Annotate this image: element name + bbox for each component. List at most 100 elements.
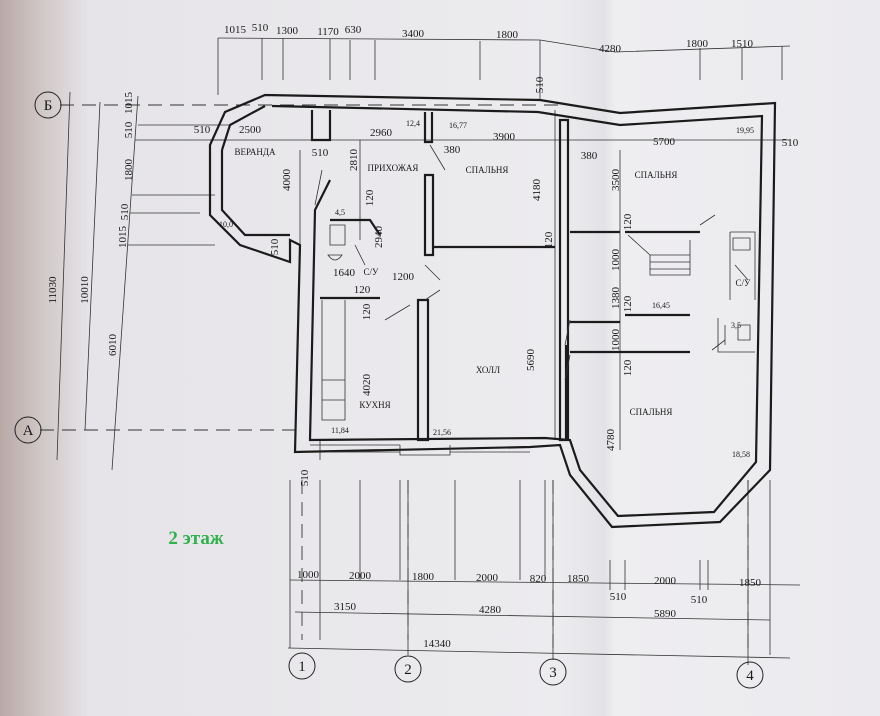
dimension-inner: 120 bbox=[361, 303, 373, 320]
dimension-inner: 120 bbox=[543, 231, 555, 248]
dimension-left: 1015 bbox=[117, 226, 129, 249]
dimension-bottom: 2000 bbox=[654, 575, 677, 587]
room-area-label: 16,45 bbox=[652, 301, 670, 310]
room-area-label: 18,58 bbox=[732, 450, 750, 459]
axis-marker-4-circle bbox=[736, 661, 764, 689]
axis-marker-4: 4 bbox=[746, 668, 754, 684]
dimension-left: 510 bbox=[123, 121, 135, 138]
dimension-bottom: 2000 bbox=[349, 570, 372, 582]
dimension-bottom-axis: 3150 bbox=[334, 601, 357, 613]
room-area-label: 4,5 bbox=[335, 208, 345, 217]
dimension-top: 1015 bbox=[224, 24, 247, 36]
dimension-lines bbox=[40, 37, 801, 665]
dimension-bottom: 1850 bbox=[739, 577, 762, 589]
room-name-label: СПАЛЬНЯ bbox=[466, 165, 509, 175]
dimension-inner: 510 bbox=[269, 238, 281, 255]
axis-marker-1: 1 bbox=[298, 659, 306, 675]
dimension-bottom: 510 bbox=[610, 591, 627, 603]
dimension-inner: 1380 bbox=[610, 287, 622, 310]
axis-marker-b: Б bbox=[44, 98, 53, 114]
dimension-inner: 120 bbox=[354, 284, 371, 296]
room-area-label: 3,5 bbox=[731, 321, 741, 330]
dimension-left: 10010 bbox=[79, 276, 91, 304]
axis-marker-2: 2 bbox=[404, 662, 412, 678]
dimension-top: 1510 bbox=[731, 38, 754, 50]
dimension-bottom-total: 14340 bbox=[423, 638, 451, 650]
dimension-bottom: 510 bbox=[691, 594, 708, 606]
dimension-bottom-axis: 5890 bbox=[654, 608, 677, 620]
room-area-label: 12,4 bbox=[406, 119, 420, 128]
room-name-label: СПАЛЬНЯ bbox=[635, 170, 678, 180]
dimension-left: 11030 bbox=[47, 276, 59, 304]
dimension-inner: 1200 bbox=[392, 271, 415, 283]
dimension-top: 4280 bbox=[599, 43, 622, 55]
dimension-bottom: 820 bbox=[530, 573, 547, 585]
dimension-inner: 2810 bbox=[348, 149, 360, 172]
room-area-label: 10,0 bbox=[219, 220, 233, 229]
dimension-top: 1800 bbox=[686, 38, 709, 50]
room-name-label: КУХНЯ bbox=[359, 400, 390, 410]
dimension-inner: 2960 bbox=[370, 127, 393, 139]
dimension-bottom: 1000 bbox=[297, 569, 320, 581]
dimension-inner: 4780 bbox=[605, 429, 617, 452]
dimension-inner: 120 bbox=[622, 213, 634, 230]
dimension-inner: 1000 bbox=[610, 249, 622, 272]
dimension-top: 1300 bbox=[276, 25, 299, 37]
dimension-bottom: 1800 bbox=[412, 571, 435, 583]
dimension-left: 1800 bbox=[123, 159, 135, 182]
axis-markers: Б А 1 2 3 4 bbox=[14, 91, 764, 689]
axis-marker-b-circle bbox=[34, 91, 62, 119]
dimension-bottom: 1850 bbox=[567, 573, 590, 585]
axis-marker-a-circle bbox=[14, 416, 42, 444]
room-area-label: 11,84 bbox=[331, 426, 349, 435]
dimension-inner: 4000 bbox=[281, 169, 293, 192]
room-name-label: ВЕРАНДА bbox=[235, 147, 276, 157]
dimension-left: 510 bbox=[119, 203, 131, 220]
room-name-label: С/У bbox=[364, 267, 380, 277]
dimension-inner: 510 bbox=[534, 76, 546, 93]
dimension-inner: 120 bbox=[622, 359, 634, 376]
axis-marker-a: А bbox=[23, 423, 34, 439]
dimension-inner: 120 bbox=[622, 295, 634, 312]
walls bbox=[208, 93, 777, 529]
dimension-inner: 5690 bbox=[525, 349, 537, 372]
dimension-left: 1015 bbox=[123, 92, 135, 115]
floor-title: 2 этаж bbox=[168, 528, 224, 549]
dimension-top: 3400 bbox=[402, 28, 425, 40]
dimension-top: 630 bbox=[345, 24, 362, 36]
dimension-inner: 380 bbox=[444, 144, 461, 156]
dimension-inner: 1640 bbox=[333, 267, 356, 279]
dimension-inner: 1000 bbox=[610, 329, 622, 352]
axis-marker-3: 3 bbox=[549, 665, 557, 681]
dimension-inner: 510 bbox=[194, 124, 211, 136]
room-name-label: СПАЛЬНЯ bbox=[630, 407, 673, 417]
room-area-label: 19,95 bbox=[736, 126, 754, 135]
dimension-bottom-axis: 4280 bbox=[479, 604, 502, 616]
dimension-inner: 120 bbox=[364, 189, 376, 206]
dimension-top: 1170 bbox=[317, 26, 339, 38]
room-area-label: 16,77 bbox=[449, 121, 467, 130]
dimension-inner: 2500 bbox=[239, 124, 262, 136]
labels: ВЕРАНДА ПРИХОЖАЯ СПАЛЬНЯ СПАЛЬНЯ С/У С/У ХОЛЛ К… bbox=[47, 22, 799, 650]
dimension-left: 6010 bbox=[107, 334, 119, 357]
axis-marker-3-circle bbox=[539, 658, 567, 686]
dimension-inner: 3500 bbox=[610, 169, 622, 192]
room-name-label: ПРИХОЖАЯ bbox=[368, 163, 419, 173]
dimension-inner: 510 bbox=[312, 147, 329, 159]
dimension-inner: 3900 bbox=[493, 131, 516, 143]
dimension-inner: 510 bbox=[299, 469, 311, 486]
dimension-bottom: 2000 bbox=[476, 572, 499, 584]
dimension-inner: 4020 bbox=[361, 374, 373, 397]
axis-marker-2-circle bbox=[394, 655, 422, 683]
dimension-inner: 510 bbox=[782, 137, 799, 149]
dimension-inner: 2940 bbox=[373, 226, 385, 249]
axis-marker-1-circle bbox=[288, 652, 316, 680]
dimension-inner: 380 bbox=[581, 150, 598, 162]
room-area-label: 21,56 bbox=[433, 428, 451, 437]
dimension-inner: 4180 bbox=[531, 179, 543, 202]
room-name-label: ХОЛЛ bbox=[476, 365, 500, 375]
room-name-label: С/У bbox=[736, 278, 752, 288]
dimension-inner: 5700 bbox=[653, 136, 676, 148]
